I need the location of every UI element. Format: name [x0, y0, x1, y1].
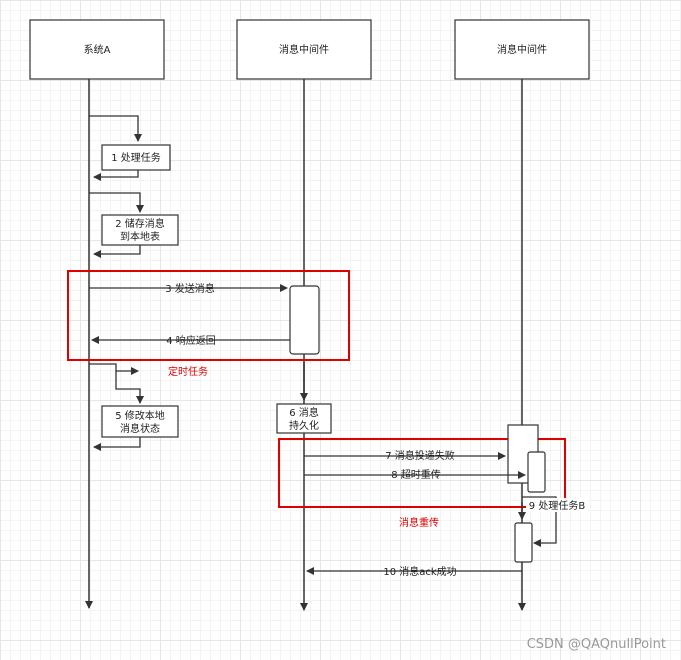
self-call-1-out	[89, 115, 142, 142]
activation-mq-1	[289, 285, 320, 355]
step-2-label-line1: 2 储存消息	[115, 217, 165, 230]
self-call-2-out	[89, 192, 144, 213]
step-6-box	[276, 403, 332, 434]
message-8-label: 8 超时重传	[391, 468, 441, 481]
participant-mq-2: 消息中间件	[454, 19, 590, 80]
activation-mq-2-inner	[527, 451, 546, 493]
self-call-5-out	[115, 371, 144, 404]
participant-mq-2-label: 消息中间件	[497, 43, 547, 56]
retransmit-label: 消息重传	[399, 516, 439, 529]
step-5-label-line2: 消息状态	[120, 422, 160, 435]
timed-task-arrow	[89, 363, 139, 375]
step-6-label-line1: 6 消息	[289, 406, 319, 419]
self-call-9	[522, 496, 557, 547]
step-9-label: 9 处理任务B	[529, 499, 586, 512]
step-6-label-line2: 持久化	[289, 419, 319, 432]
participant-mq-1-label: 消息中间件	[279, 43, 329, 56]
step-5-box	[101, 405, 179, 438]
step-1-box	[101, 144, 171, 171]
participant-system-a-label: 系统A	[84, 43, 111, 56]
step-9-label-bg	[526, 498, 588, 512]
timed-task-label: 定时任务	[168, 365, 208, 378]
step-5-label-line1: 5 修改本地	[115, 409, 165, 422]
highlight-box-send	[67, 270, 350, 361]
self-call-5-return	[93, 437, 141, 451]
activation-mq-2-task-b	[514, 522, 533, 563]
highlight-box-retransmit	[278, 438, 566, 508]
message-10-label: 10 消息ack成功	[383, 565, 456, 578]
step-1-label: 1 处理任务	[111, 151, 161, 164]
step-2-label-line2: 到本地表	[120, 230, 160, 243]
self-call-1-return	[93, 170, 139, 181]
participant-system-a: 系统A	[29, 19, 165, 80]
message-7-label: 7 消息投递失败	[385, 449, 455, 462]
message-4-label: 4 响应返回	[166, 334, 216, 347]
self-call-2-return	[93, 245, 141, 258]
participant-mq-1: 消息中间件	[236, 19, 372, 80]
watermark: CSDN @QAQnullPoint	[527, 637, 666, 652]
message-3-label: 3 发送消息	[165, 282, 215, 295]
